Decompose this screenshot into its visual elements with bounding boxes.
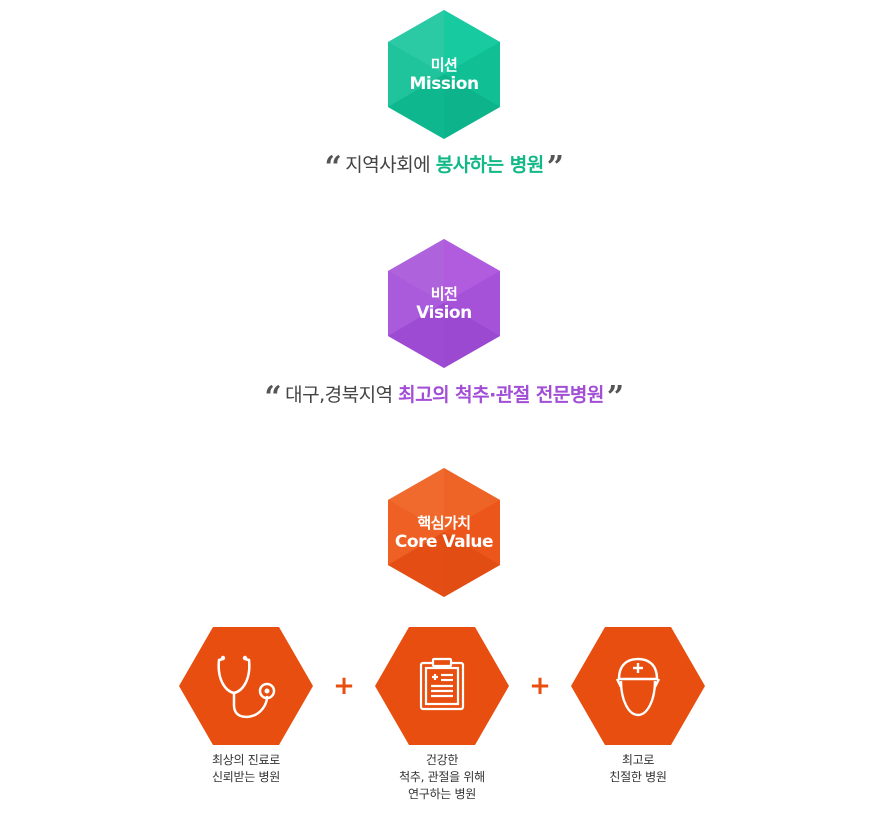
vision-highlight: 최고의 척추·관절 전문병원 — [398, 384, 604, 406]
value-caption-3-line-2: 친절한 병원 — [609, 770, 667, 784]
value-hexagon-3 — [571, 627, 705, 745]
mission-label: 미션 Mission — [388, 56, 500, 94]
plus-sign-1: + — [333, 671, 355, 701]
mission-statement: “지역사회에 봉사하는 병원” — [0, 150, 888, 185]
vision-text: 대구,경북지역 — [285, 384, 393, 406]
close-quote-icon: ” — [606, 380, 624, 415]
open-quote-icon: “ — [264, 380, 282, 415]
stethoscope-icon — [217, 655, 276, 719]
value-caption-2: 건강한 척추, 관절을 위해 연구하는 병원 — [362, 752, 522, 803]
clipboard-icon — [419, 657, 465, 711]
vision-label-ko: 비전 — [430, 285, 458, 303]
mission-text: 지역사회에 — [345, 154, 431, 176]
value-caption-1-line-1: 최상의 진료로 — [212, 753, 280, 767]
nurse-icon — [615, 657, 661, 717]
mission-hexagon — [388, 10, 500, 139]
core-value-label: 핵심가치 Core Value — [388, 514, 500, 552]
core-value-hexagon — [388, 468, 500, 597]
value-caption-2-line-3: 연구하는 병원 — [408, 787, 476, 801]
core-value-label-en: Core Value — [394, 532, 494, 552]
vision-statement: “대구,경북지역 최고의 척추·관절 전문병원” — [0, 380, 888, 415]
vision-hexagon — [388, 239, 500, 368]
value-caption-1-line-2: 신뢰받는 병원 — [212, 770, 280, 784]
open-quote-icon: “ — [324, 150, 342, 185]
mission-label-ko: 미션 — [430, 56, 458, 74]
value-caption-3-line-1: 최고로 — [621, 753, 655, 767]
value-hexagon-1 — [179, 627, 313, 745]
value-caption-3: 최고로 친절한 병원 — [558, 752, 718, 786]
vision-label-en: Vision — [416, 303, 472, 323]
mission-highlight: 봉사하는 병원 — [435, 154, 545, 176]
vision-label: 비전 Vision — [388, 285, 500, 323]
plus-sign-2: + — [529, 671, 551, 701]
close-quote-icon: ” — [546, 150, 564, 185]
value-caption-2-line-1: 건강한 — [425, 753, 459, 767]
value-caption-2-line-2: 척추, 관절을 위해 — [399, 770, 485, 784]
core-value-label-ko: 핵심가치 — [417, 514, 471, 532]
value-caption-1: 최상의 진료로 신뢰받는 병원 — [166, 752, 326, 786]
mission-label-en: Mission — [409, 74, 479, 94]
value-hexagon-2 — [375, 627, 509, 745]
